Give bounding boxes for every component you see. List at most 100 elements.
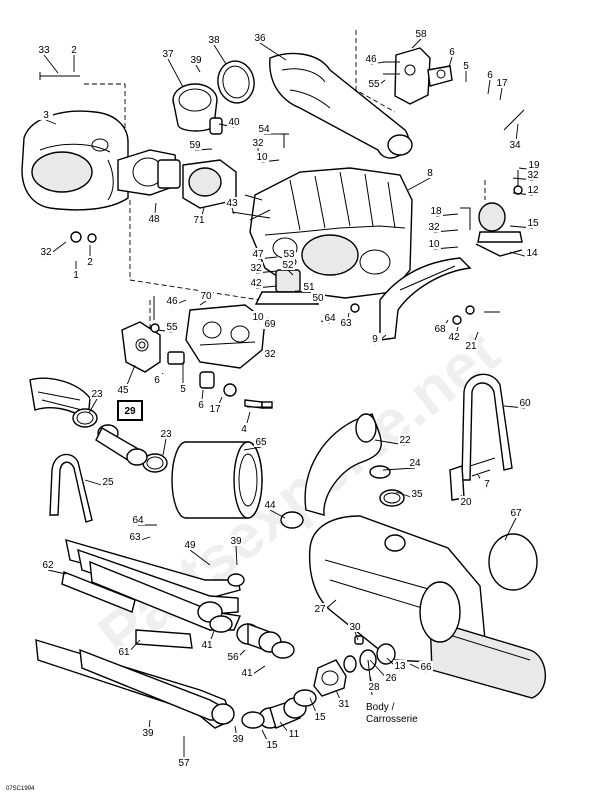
callout-21[interactable]: 21 [465, 341, 477, 352]
callout-50[interactable]: 50 [312, 293, 324, 304]
callout-backing [419, 661, 433, 672]
callout-46[interactable]: 46 [365, 54, 377, 65]
callout-32[interactable]: 32 [264, 349, 276, 360]
callout-10[interactable]: 10 [252, 312, 264, 323]
callout-15[interactable]: 15 [527, 218, 539, 229]
callout-15[interactable]: 15 [266, 740, 278, 751]
callout-60[interactable]: 60 [519, 398, 531, 409]
callout-39[interactable]: 39 [190, 55, 202, 66]
callout-44[interactable]: 44 [264, 500, 276, 511]
callout-49[interactable]: 49 [184, 540, 196, 551]
callout-52[interactable]: 52 [282, 260, 294, 271]
callout-10[interactable]: 10 [428, 239, 440, 250]
callout-59[interactable]: 59 [189, 140, 201, 151]
callout-10[interactable]: 10 [256, 152, 268, 163]
callout-39[interactable]: 39 [142, 728, 154, 739]
callout-8[interactable]: 8 [427, 168, 433, 179]
exhaust-hose-part-22 [304, 413, 382, 516]
callout-48[interactable]: 48 [148, 214, 160, 225]
callout-63[interactable]: 63 [129, 532, 141, 543]
callout-32[interactable]: 32 [428, 222, 440, 233]
callout-24[interactable]: 24 [409, 458, 421, 469]
callout-53[interactable]: 53 [283, 249, 295, 260]
callout-54[interactable]: 54 [258, 124, 270, 135]
callout-31[interactable]: 31 [338, 699, 350, 710]
highlighted-callout-29[interactable]: 29 [117, 400, 143, 421]
callout-14[interactable]: 14 [526, 248, 538, 259]
callout-39[interactable]: 39 [232, 734, 244, 745]
callout-32[interactable]: 32 [252, 138, 264, 149]
callout-55[interactable]: 55 [166, 322, 178, 333]
callout-33[interactable]: 33 [38, 45, 50, 56]
callout-22[interactable]: 22 [399, 435, 411, 446]
callout-45[interactable]: 45 [117, 385, 129, 396]
callout-70[interactable]: 70 [200, 291, 212, 302]
callout-43[interactable]: 43 [226, 198, 238, 209]
callout-65[interactable]: 65 [255, 437, 267, 448]
callout-4[interactable]: 4 [241, 424, 247, 435]
callout-61[interactable]: 61 [118, 647, 130, 658]
callout-32[interactable]: 32 [250, 263, 262, 274]
callout-35[interactable]: 35 [411, 489, 423, 500]
callout-20[interactable]: 20 [460, 497, 472, 508]
callout-63[interactable]: 63 [340, 318, 352, 329]
callout-27[interactable]: 27 [314, 604, 326, 615]
callout-6[interactable]: 6 [198, 400, 204, 411]
callout-28[interactable]: 28 [368, 682, 380, 693]
callout-55[interactable]: 55 [368, 79, 380, 90]
callout-3[interactable]: 3 [43, 110, 49, 121]
callout-11[interactable]: 11 [289, 729, 300, 740]
callout-46[interactable]: 46 [166, 296, 178, 307]
callout-62[interactable]: 62 [42, 560, 54, 571]
callout-1[interactable]: 1 [73, 270, 79, 281]
callout-6[interactable]: 6 [487, 70, 493, 81]
callout-2[interactable]: 2 [71, 45, 77, 56]
callout-backing [459, 496, 473, 507]
callout-39[interactable]: 39 [230, 536, 242, 547]
callout-64[interactable]: 64 [132, 515, 144, 526]
callout-5[interactable]: 5 [463, 61, 469, 72]
callout-15[interactable]: 15 [314, 712, 326, 723]
callout-32[interactable]: 32 [40, 247, 52, 258]
callout-56[interactable]: 56 [227, 652, 239, 663]
callout-6[interactable]: 6 [154, 375, 160, 386]
callout-57[interactable]: 57 [178, 758, 190, 769]
callout-19[interactable]: 19 [528, 160, 540, 171]
callout-12[interactable]: 12 [527, 185, 539, 196]
callout-32[interactable]: 32 [527, 170, 539, 181]
callout-64[interactable]: 64 [324, 313, 336, 324]
callout-47[interactable]: 47 [252, 249, 264, 260]
callout-5[interactable]: 5 [180, 384, 186, 395]
callout-18[interactable]: 18 [430, 206, 442, 217]
callout-37[interactable]: 37 [162, 49, 174, 60]
callout-26[interactable]: 26 [385, 673, 397, 684]
callout-9[interactable]: 9 [372, 334, 378, 345]
callout-backing [39, 246, 53, 257]
callout-66[interactable]: 66 [420, 662, 432, 673]
callout-71[interactable]: 71 [193, 215, 205, 226]
callout-67[interactable]: 67 [510, 508, 522, 519]
callout-69[interactable]: 69 [264, 319, 276, 330]
callout-51[interactable]: 51 [303, 282, 315, 293]
callout-6[interactable]: 6 [449, 47, 455, 58]
callout-25[interactable]: 25 [102, 477, 114, 488]
callout-40[interactable]: 40 [228, 117, 240, 128]
callout-23[interactable]: 23 [160, 429, 172, 440]
callout-41[interactable]: 41 [201, 640, 213, 651]
callout-23[interactable]: 23 [91, 389, 103, 400]
callout-36[interactable]: 36 [254, 33, 266, 44]
callout-34[interactable]: 34 [509, 140, 521, 151]
callout-42[interactable]: 42 [250, 278, 262, 289]
callout-68[interactable]: 68 [434, 324, 446, 335]
callout-41[interactable]: 41 [241, 668, 253, 679]
callout-2[interactable]: 2 [87, 257, 93, 268]
callout-17[interactable]: 17 [496, 78, 508, 89]
callout-42[interactable]: 42 [448, 332, 460, 343]
callout-17[interactable]: 17 [209, 404, 221, 415]
callout-30[interactable]: 30 [349, 622, 361, 633]
callout-58[interactable]: 58 [415, 29, 427, 40]
callout-13[interactable]: 13 [394, 661, 406, 672]
callout-7[interactable]: 7 [484, 479, 490, 490]
callout-38[interactable]: 38 [208, 35, 220, 46]
callout-backing [225, 197, 239, 208]
